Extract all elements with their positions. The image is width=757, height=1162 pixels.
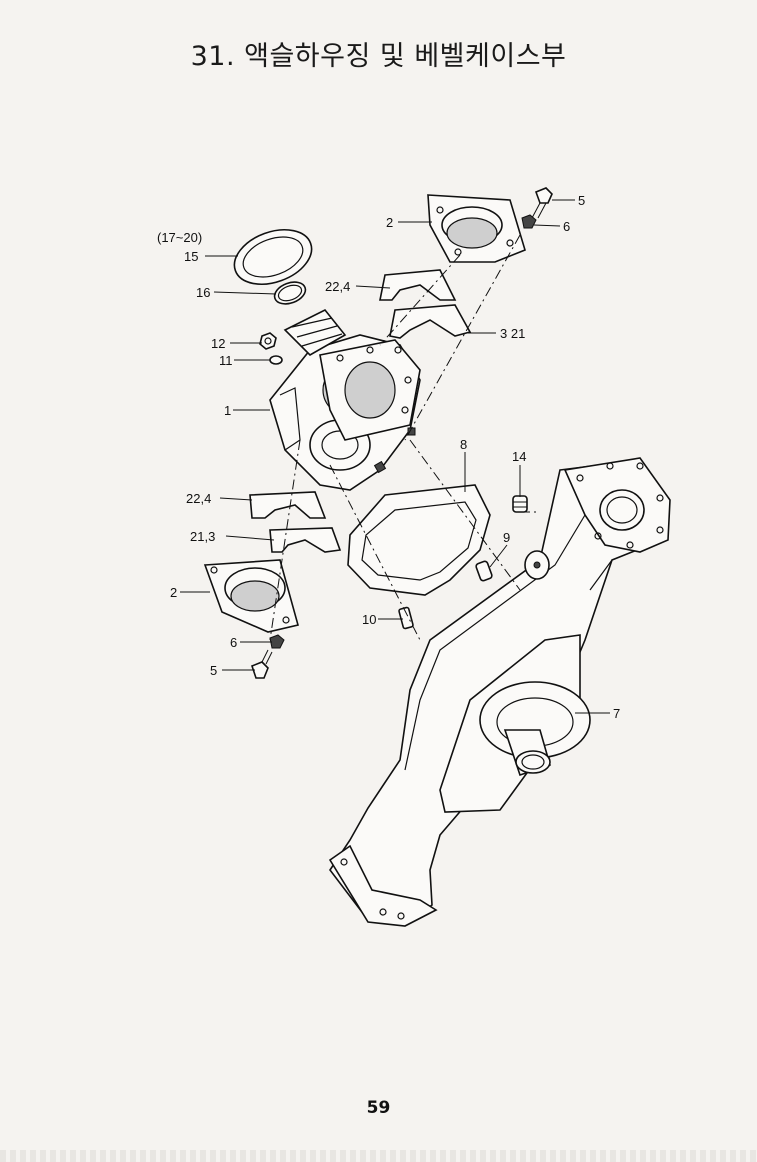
shim-22-4-mid <box>249 491 327 519</box>
label-8: 8 <box>460 437 467 452</box>
bevel-case <box>269 308 421 491</box>
page-number: 59 <box>366 1098 391 1118</box>
label-16: 16 <box>196 285 210 300</box>
label-10: 10 <box>362 612 376 627</box>
gasket-8 <box>347 484 491 596</box>
scan-edge <box>0 1150 757 1162</box>
o-ring-16 <box>273 281 307 305</box>
plug-9 <box>475 550 550 582</box>
label-12: 12 <box>211 336 225 351</box>
label-17-20: (17~20) <box>157 230 202 245</box>
label-2-bottom: 2 <box>170 585 177 600</box>
label-21-3: 21,3 <box>190 529 215 544</box>
bearing-holder-2-bottom <box>203 559 299 633</box>
label-3-21: 3 21 <box>500 326 525 341</box>
stud-10 <box>398 606 414 630</box>
bearing-holder-2-top <box>427 194 526 263</box>
label-2-top: 2 <box>386 215 393 230</box>
oil-seal-15 <box>233 229 313 285</box>
leader-lines <box>180 199 610 714</box>
label-22-4-mid: 22,4 <box>186 491 211 506</box>
breather-14 <box>512 495 528 513</box>
washer-6-top <box>521 214 537 229</box>
label-5-bottom: 5 <box>210 663 217 678</box>
label-5-top: 5 <box>578 193 585 208</box>
label-1: 1 <box>224 403 231 418</box>
bolt-5-bottom <box>251 649 273 679</box>
assembly-axis-lines <box>269 234 540 641</box>
axle-housing <box>328 457 671 927</box>
shim-3-21 <box>389 304 472 339</box>
bolt-5-top <box>531 187 553 219</box>
washer-6-bottom <box>269 634 285 649</box>
label-6-top: 6 <box>563 219 570 234</box>
label-22-4-top: 22,4 <box>325 279 350 294</box>
shim-21-3-mid <box>269 527 342 553</box>
page-title: 31. 액슬하우징 및 베벨케이스부 <box>190 41 567 72</box>
nut-12 <box>259 332 277 350</box>
label-14: 14 <box>512 449 526 464</box>
label-6-bottom: 6 <box>230 635 237 650</box>
label-11: 11 <box>219 353 233 368</box>
label-7: 7 <box>613 706 620 721</box>
shim-22-4-top <box>379 269 457 301</box>
callout-labels: (17~20) 15 16 22,4 2 5 6 3 21 12 11 1 8 … <box>157 193 620 721</box>
label-9: 9 <box>503 530 510 545</box>
label-15: 15 <box>184 249 198 264</box>
washer-11 <box>269 355 283 365</box>
